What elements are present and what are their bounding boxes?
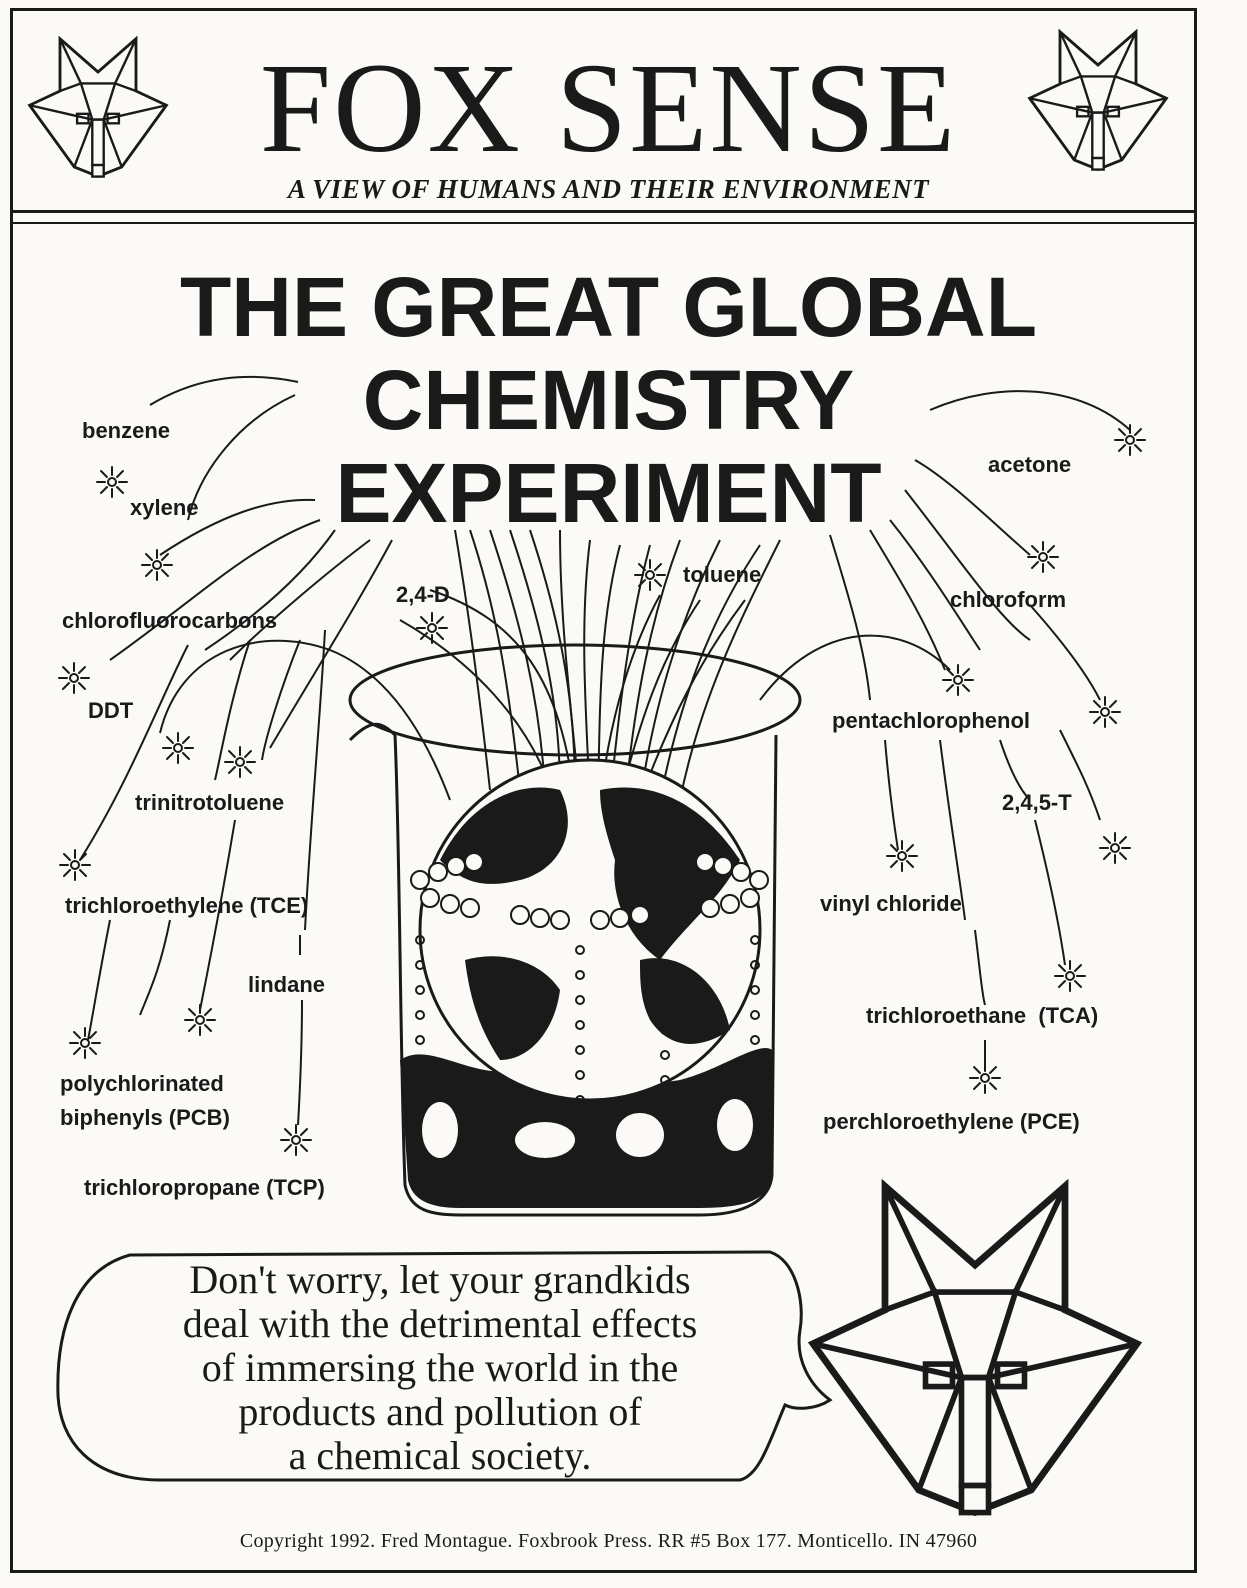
chemical-label-xylene: xylene (130, 495, 199, 520)
chemical-label-245t: 2,4,5-T (1002, 790, 1072, 815)
splash-icon (59, 849, 91, 881)
speech-line-2: deal with the detrimental effects (182, 1301, 698, 1346)
chemical-label-pentachlorophenol: pentachlorophenol (832, 708, 1030, 733)
masthead-title: FOX SENSE (259, 37, 958, 179)
chemical-label-pcb-line-2: biphenyls (PCB) (60, 1105, 230, 1130)
header-divider (10, 210, 1197, 224)
chemical-label-vinyl-chloride: vinyl chloride (820, 891, 962, 916)
chemical-label-benzene: benzene (82, 418, 171, 443)
splash-icon (141, 549, 173, 581)
globe-icon (410, 758, 769, 1110)
chemical-label-pce: perchloroethylene (PCE) (823, 1109, 1080, 1134)
splash-icon (886, 840, 918, 872)
chemical-label-24d: 2,4-D (396, 582, 450, 607)
splash-icon (1089, 696, 1121, 728)
splash-icon (1099, 832, 1131, 864)
chemical-label-tca: trichloroethane (TCA) (866, 1003, 1099, 1028)
chemical-label-acetone: acetone (988, 452, 1072, 477)
splash-icon (224, 746, 256, 778)
speech-bubble-text: Don't worry, let your grandkids deal wit… (70, 1258, 810, 1478)
chemical-label-pcb-line-1: polychlorinated (60, 1071, 224, 1096)
splash-icon (1027, 541, 1059, 573)
splash-icon (58, 662, 90, 694)
speech-line-5: a chemical society. (288, 1433, 592, 1478)
splash-icon (162, 732, 194, 764)
splash-icon (184, 1004, 216, 1036)
splash-icon (280, 1124, 312, 1156)
headline-line-1: THE GREAT GLOBAL (179, 260, 1038, 354)
splash-icon (416, 612, 448, 644)
headline-line-2: CHEMISTRY (362, 353, 855, 447)
chemical-label-toluene: toluene (683, 562, 762, 587)
copyright-footer: Copyright 1992. Fred Montague. Foxbrook … (239, 1530, 978, 1552)
chemical-label-chloroform: chloroform (950, 587, 1067, 612)
chemical-label-chlorofluorocarbons: chlorofluorocarbons (62, 608, 278, 633)
speech-bubble-outline (56, 1250, 833, 1482)
poster-frame (10, 8, 1197, 1573)
splash-icon (69, 1027, 101, 1059)
beaker-icon (348, 643, 802, 1217)
chemical-label-tcp: trichloropropane (TCP) (84, 1175, 325, 1200)
chemical-label-lindane: lindane (248, 972, 326, 997)
splash-icon (1054, 960, 1086, 992)
splash-icon (634, 559, 666, 591)
chemical-label-tce: trichloroethylene (TCE) (65, 893, 309, 918)
splash-icon (969, 1062, 1001, 1094)
chemical-label-trinitrotoluene: trinitrotoluene (135, 790, 285, 815)
speech-line-4: products and pollution of (238, 1389, 642, 1434)
splash-icon (942, 664, 974, 696)
speech-line-3: of immersing the world in the (201, 1345, 679, 1390)
headline-line-3: EXPERIMENT (335, 446, 882, 540)
fox-head-icon (813, 1186, 1137, 1512)
speech-line-1: Don't worry, let your grandkids (189, 1257, 691, 1302)
chemical-label-ddt: DDT (88, 698, 134, 723)
masthead-subtitle: A VIEW OF HUMANS AND THEIR ENVIRONMENT (287, 174, 930, 204)
